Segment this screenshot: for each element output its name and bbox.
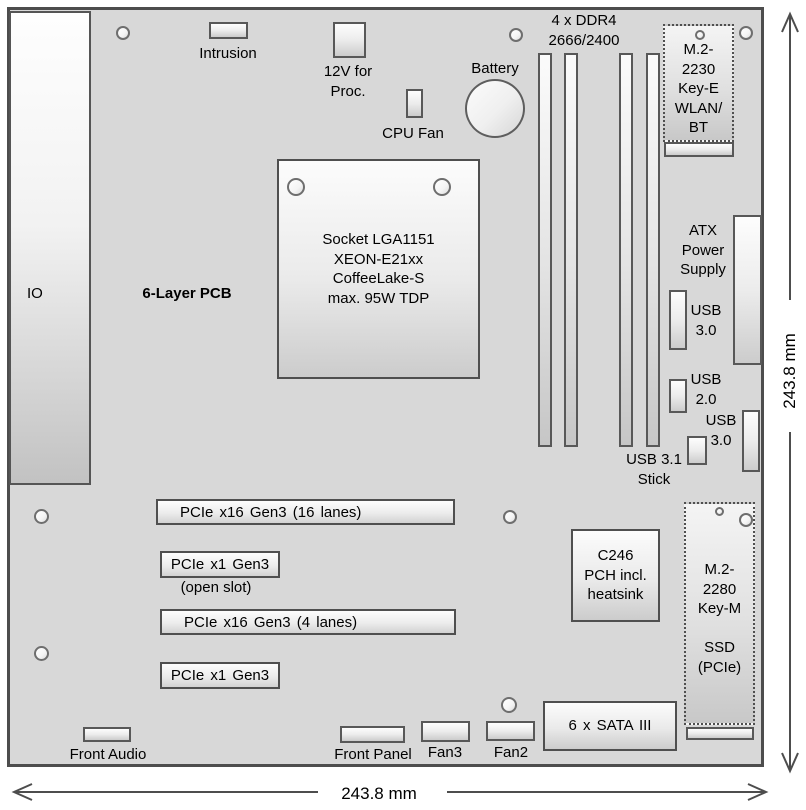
atx-power-connector bbox=[733, 215, 762, 365]
mounting-hole bbox=[501, 697, 517, 713]
mounting-hole bbox=[739, 513, 753, 527]
fan2-connector bbox=[486, 721, 535, 741]
width-dimension-label: 243.8 mm bbox=[341, 784, 417, 803]
pcie-x16-slot-4lanes: PCIe x16 Gen3 (4 lanes) bbox=[160, 609, 456, 635]
open-slot-label: (open slot) bbox=[180, 579, 252, 596]
mounting-hole bbox=[116, 26, 130, 40]
ddr4-slot-3 bbox=[619, 53, 633, 447]
usb30-header-a bbox=[669, 290, 687, 350]
ddr4-slot-2 bbox=[564, 53, 578, 447]
usb30-label-b: USB 3.0 bbox=[705, 412, 737, 449]
pcb-layers-label: 6-Layer PCB bbox=[142, 285, 232, 302]
fan2-label: Fan2 bbox=[493, 744, 529, 761]
mounting-hole bbox=[287, 178, 305, 196]
ddr4-label: 4 x DDR4 2666/2400 bbox=[548, 12, 620, 49]
sata-ports: 6 x SATA III bbox=[543, 701, 677, 751]
m2-2280-connector bbox=[686, 727, 754, 740]
usb31-stick-label: USB 3.1 Stick bbox=[626, 451, 682, 488]
mounting-hole bbox=[433, 178, 451, 196]
cpu-fan-connector bbox=[406, 89, 423, 118]
m2-2230-connector bbox=[664, 142, 734, 157]
mounting-hole bbox=[503, 510, 517, 524]
ddr4-slot-4 bbox=[646, 53, 660, 447]
width-dimension-arrow bbox=[11, 783, 769, 801]
pcie-x1-slot-a: PCIe x1 Gen3 bbox=[160, 551, 280, 578]
cpu-power-connector bbox=[333, 22, 366, 58]
mounting-hole bbox=[739, 26, 753, 40]
battery bbox=[465, 79, 525, 138]
mounting-hole bbox=[34, 646, 49, 661]
fan3-label: Fan3 bbox=[427, 744, 463, 761]
io-panel bbox=[9, 11, 91, 485]
fan3-connector bbox=[421, 721, 470, 742]
mounting-hole bbox=[695, 30, 705, 40]
height-dimension-label: 243.8 mm bbox=[780, 333, 799, 409]
front-audio-connector bbox=[83, 727, 131, 742]
m2-2230-slot: M.2- 2230 Key-E WLAN/ BT bbox=[663, 24, 734, 142]
m2-2280-slot: M.2- 2280 Key-M SSD (PCIe) bbox=[684, 502, 755, 725]
io-label: IO bbox=[27, 285, 43, 302]
front-audio-label: Front Audio bbox=[69, 746, 147, 763]
usb20-label: USB 2.0 bbox=[690, 371, 722, 408]
pcie-x16-slot-16lanes: PCIe x16 Gen3 (16 lanes) bbox=[156, 499, 455, 525]
battery-label: Battery bbox=[471, 60, 519, 77]
cpu-power-label: 12V for Proc. bbox=[323, 63, 373, 100]
height-dimension-arrow bbox=[781, 11, 799, 774]
ddr4-slot-1 bbox=[538, 53, 552, 447]
cpu-fan-label: CPU Fan bbox=[382, 125, 444, 142]
cpu-socket: Socket LGA1151 XEON-E21xx CoffeeLake-S m… bbox=[277, 159, 480, 379]
intrusion-connector bbox=[209, 22, 248, 39]
front-panel-connector bbox=[340, 726, 405, 743]
atx-power-label: ATX Power Supply bbox=[680, 222, 726, 278]
mounting-hole bbox=[715, 507, 724, 516]
usb20-header bbox=[669, 379, 687, 413]
mounting-hole bbox=[509, 28, 523, 42]
usb30-label-a: USB 3.0 bbox=[690, 302, 722, 339]
front-panel-label: Front Panel bbox=[334, 746, 412, 763]
usb30-header-b bbox=[742, 410, 760, 472]
intrusion-label: Intrusion bbox=[199, 45, 257, 62]
mounting-hole bbox=[34, 509, 49, 524]
pch-heatsink: C246 PCH incl. heatsink bbox=[571, 529, 660, 622]
pcb-outline bbox=[7, 7, 764, 767]
pcie-x1-slot-b: PCIe x1 Gen3 bbox=[160, 662, 280, 689]
usb31-stick-connector bbox=[687, 436, 707, 465]
